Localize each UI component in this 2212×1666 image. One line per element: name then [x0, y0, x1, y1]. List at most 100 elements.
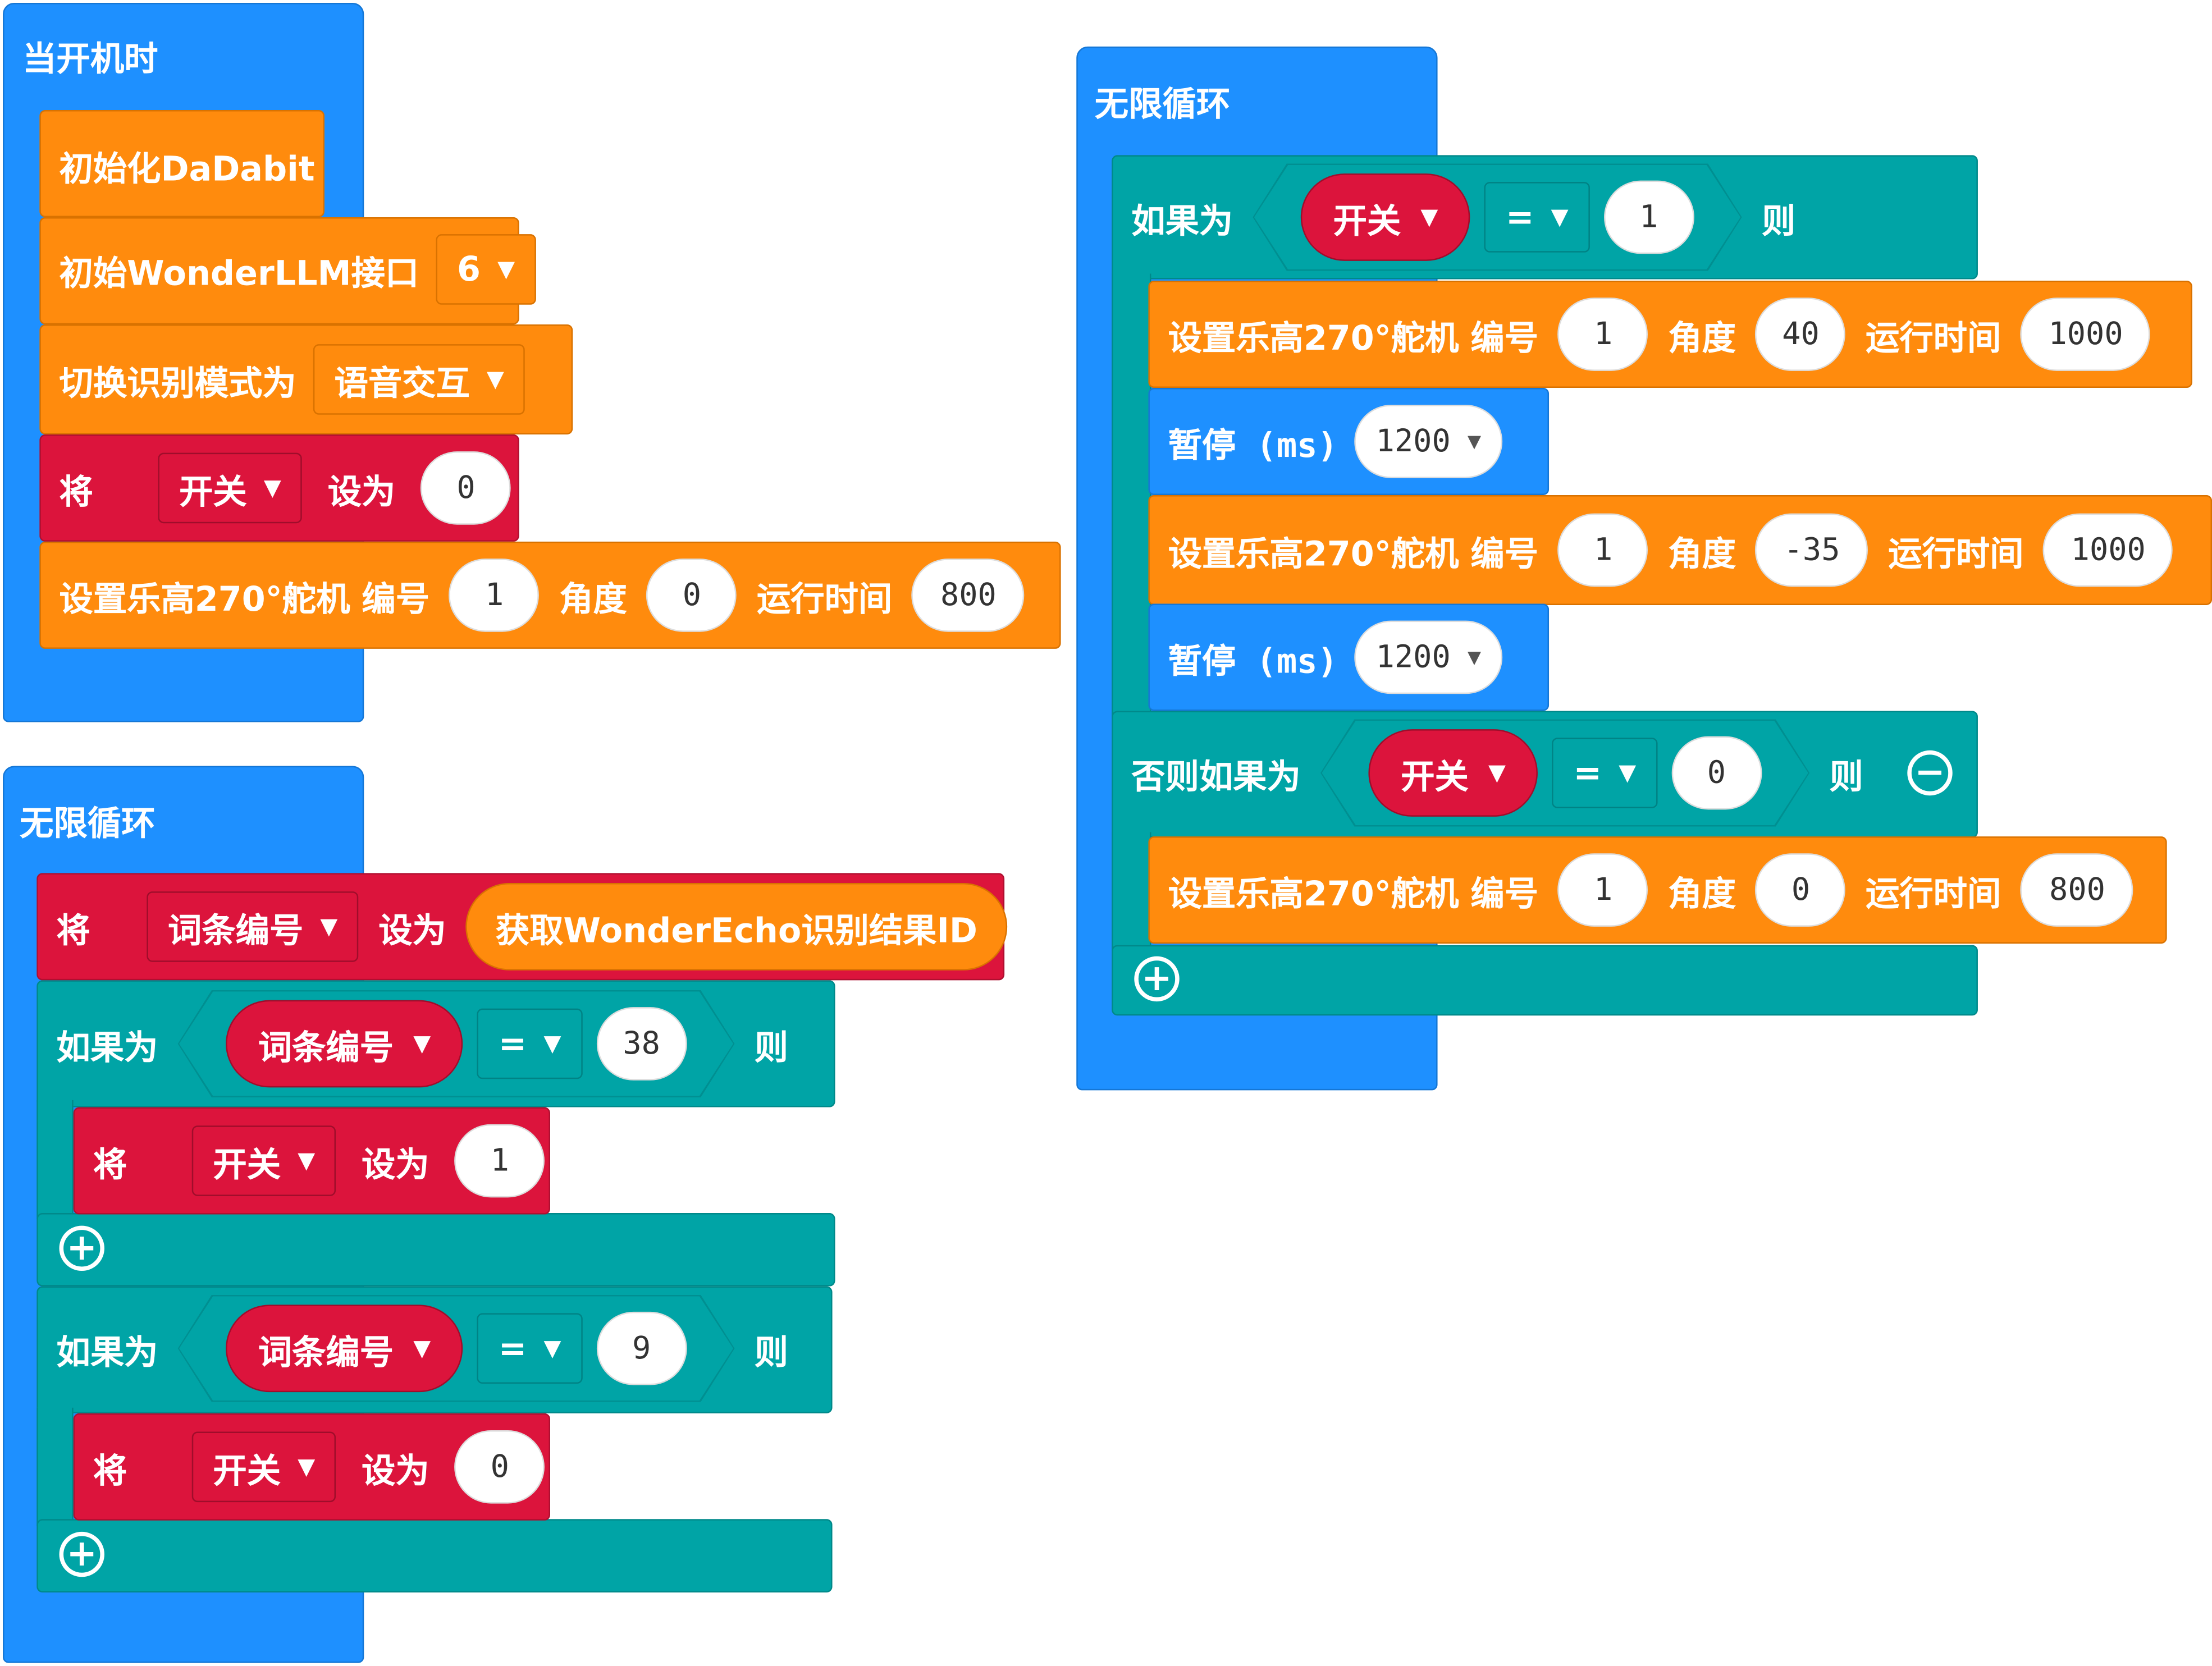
servo-block[interactable] — [1148, 495, 2212, 605]
condition-variable[interactable]: 词条编号 ▼ — [226, 1305, 463, 1392]
chevron-down-icon: ▼ — [1467, 643, 1482, 670]
variable-dropdown[interactable]: 开关 ▼ — [158, 452, 303, 524]
set-to-label: 设为 — [362, 1145, 429, 1184]
set-label: 将 — [56, 910, 90, 950]
variable-dropdown[interactable]: 词条编号 ▼ — [147, 891, 359, 962]
set-label: 将 — [93, 1145, 127, 1184]
servo-label: 设置乐高270°舵机 编号 — [1168, 534, 1539, 574]
else-if-side — [1112, 832, 1151, 951]
compare-value-input[interactable]: 1 — [1603, 181, 1694, 254]
time-input[interactable]: 800 — [912, 559, 1025, 632]
chevron-down-icon: ▼ — [413, 1334, 431, 1361]
servo-block[interactable] — [39, 541, 1061, 649]
then-label: 则 — [1829, 757, 1863, 797]
if-label: 如果为 — [56, 1027, 158, 1067]
condition-variable[interactable]: 开关 ▼ — [1368, 729, 1538, 817]
variable-name: 词条编号 — [258, 1332, 394, 1372]
servo-id-input[interactable]: 1 — [1558, 298, 1649, 371]
operator-dropdown[interactable]: = ▼ — [1552, 738, 1657, 808]
remove-branch-button[interactable]: − — [1907, 750, 1953, 796]
servo-id-input[interactable]: 1 — [449, 559, 540, 632]
angle-input[interactable]: 40 — [1756, 298, 1846, 371]
chevron-down-icon: ▼ — [263, 474, 281, 501]
add-branch-button[interactable]: + — [1134, 956, 1180, 1002]
condition: 开关 ▼ = ▼ 0 — [1320, 720, 1809, 827]
chevron-down-icon: ▼ — [543, 1334, 561, 1361]
add-branch-button[interactable]: + — [59, 1225, 104, 1271]
get-result-id-block[interactable]: 获取WonderEcho识别结果ID — [466, 883, 1007, 971]
pause-dropdown[interactable]: 1200 ▼ — [1354, 405, 1502, 478]
condition: 词条编号 ▼ = ▼ 38 — [178, 990, 735, 1097]
compare-value-input[interactable]: 9 — [596, 1312, 687, 1385]
operator: = — [498, 1329, 527, 1368]
time-label: 运行时间 — [1866, 318, 2001, 358]
llm-port-dropdown[interactable]: 6 ▼ — [436, 234, 536, 305]
angle-input[interactable]: 0 — [647, 559, 737, 632]
set-label: 将 — [93, 1450, 127, 1490]
if-else-foot — [1112, 945, 1978, 1016]
set-to-label: 设为 — [327, 472, 396, 511]
condition-variable[interactable]: 词条编号 ▼ — [226, 1000, 463, 1088]
then-label: 则 — [1761, 201, 1796, 241]
set-to-label: 设为 — [362, 1450, 429, 1490]
variable-name: 词条编号 — [168, 910, 304, 950]
then-label: 则 — [754, 1027, 788, 1067]
chevron-down-icon: ▼ — [543, 1029, 561, 1057]
servo-label: 设置乐高270°舵机 编号 — [1168, 873, 1539, 914]
set-label: 将 — [59, 472, 93, 511]
add-branch-button[interactable]: + — [59, 1531, 104, 1577]
angle-label: 角度 — [559, 579, 627, 619]
variable-dropdown[interactable]: 开关 ▼ — [191, 1125, 336, 1196]
operator: = — [1573, 753, 1602, 793]
forever-label: 无限循环 — [1094, 84, 1231, 125]
time-input[interactable]: 1000 — [2021, 298, 2151, 371]
time-label: 运行时间 — [756, 579, 893, 619]
operator-dropdown[interactable]: = ▼ — [477, 1313, 582, 1384]
if-block-1-foot — [36, 1213, 835, 1287]
servo-label: 设置乐高270°舵机 编号 — [59, 579, 430, 619]
mode-dropdown[interactable]: 语音交互 ▼ — [313, 344, 525, 415]
operator-dropdown[interactable]: = ▼ — [1484, 182, 1589, 253]
chevron-down-icon: ▼ — [298, 1146, 316, 1174]
variable-name: 开关 — [213, 1145, 281, 1184]
angle-input[interactable]: -35 — [1756, 513, 1869, 587]
plus-icon: + — [66, 1227, 98, 1270]
condition: 词条编号 ▼ = ▼ 9 — [178, 1295, 735, 1402]
chevron-down-icon: ▼ — [1467, 427, 1482, 455]
servo-id-input[interactable]: 1 — [1558, 853, 1649, 927]
chevron-down-icon: ▼ — [486, 365, 504, 392]
mode-value: 语音交互 — [334, 363, 470, 403]
value-input[interactable]: 0 — [421, 451, 511, 525]
variable-dropdown[interactable]: 开关 ▼ — [191, 1431, 336, 1503]
if-label: 如果为 — [56, 1332, 158, 1372]
switch-mode-label: 切换识别模式为 — [59, 363, 296, 403]
time-input[interactable]: 800 — [2021, 853, 2134, 927]
value-input[interactable]: 1 — [454, 1124, 545, 1198]
servo-id-input[interactable]: 1 — [1558, 513, 1649, 587]
servo-block[interactable] — [1148, 281, 2192, 388]
servo-block[interactable] — [1148, 836, 2167, 944]
angle-input[interactable]: 0 — [1756, 853, 1846, 927]
pause-dropdown[interactable]: 1200 ▼ — [1354, 620, 1502, 694]
compare-value-input[interactable]: 38 — [596, 1007, 687, 1081]
pause-label: 暂停 (ms) — [1168, 425, 1338, 465]
value-input[interactable]: 0 — [454, 1430, 545, 1504]
variable-name: 开关 — [1333, 201, 1401, 241]
time-input[interactable]: 1000 — [2043, 513, 2173, 587]
angle-label: 角度 — [1668, 534, 1736, 574]
operator-dropdown[interactable]: = ▼ — [477, 1009, 582, 1079]
operator: = — [498, 1024, 527, 1064]
condition-variable[interactable]: 开关 ▼ — [1301, 173, 1470, 261]
init-dadabit-label: 初始化DaDabit — [59, 149, 315, 189]
chevron-down-icon: ▼ — [497, 255, 515, 282]
set-to-label: 设为 — [378, 910, 446, 950]
compare-value-input[interactable]: 0 — [1671, 736, 1762, 810]
init-dadabit-block[interactable] — [39, 109, 325, 217]
servo-label: 设置乐高270°舵机 编号 — [1168, 318, 1539, 358]
variable-name: 开关 — [179, 472, 247, 511]
if-block-2-foot — [36, 1519, 833, 1592]
if-block-1-side — [36, 1100, 74, 1219]
time-label: 运行时间 — [1888, 534, 2024, 574]
angle-label: 角度 — [1668, 873, 1736, 914]
chevron-down-icon: ▼ — [1420, 203, 1438, 230]
